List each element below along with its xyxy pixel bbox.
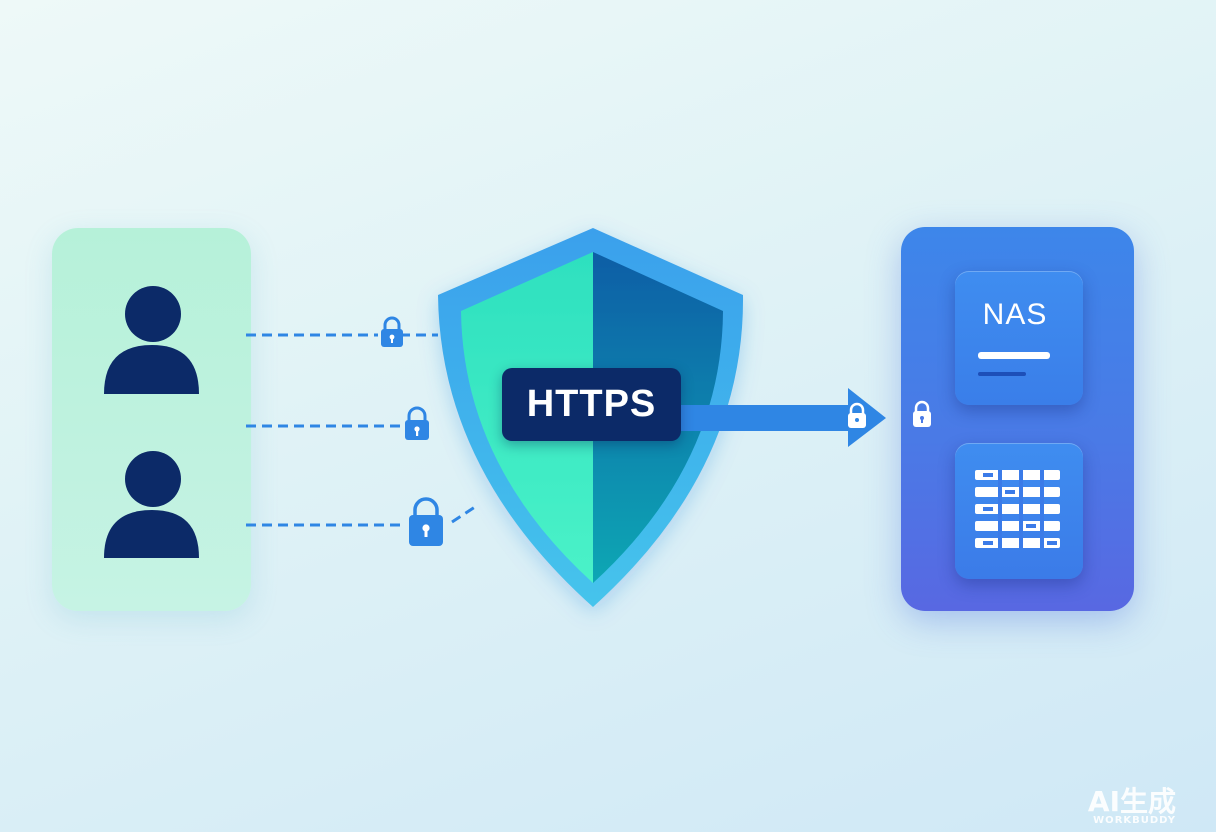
lock-icon [409,497,443,546]
lock-icon [848,402,866,428]
https-label: HTTPS [526,383,657,425]
watermark-sub: WORKBUDDY [1093,815,1176,826]
arrow-connector [680,388,886,447]
https-badge [502,368,681,441]
lock-icon [405,406,429,440]
user-icon [104,451,199,558]
nas-card [955,271,1083,405]
watermark-main: AI生成 [1087,785,1176,818]
user-icon [104,286,199,394]
lock-icon [913,400,931,427]
nas-card-lines [978,352,1050,376]
lock-icon [381,316,403,347]
dashed-connector [246,503,479,527]
storage-grid-icon [975,470,1060,548]
nas-label: NAS [982,298,1048,331]
watermark: AI生成 WORKBUDDY [1088,788,1176,826]
